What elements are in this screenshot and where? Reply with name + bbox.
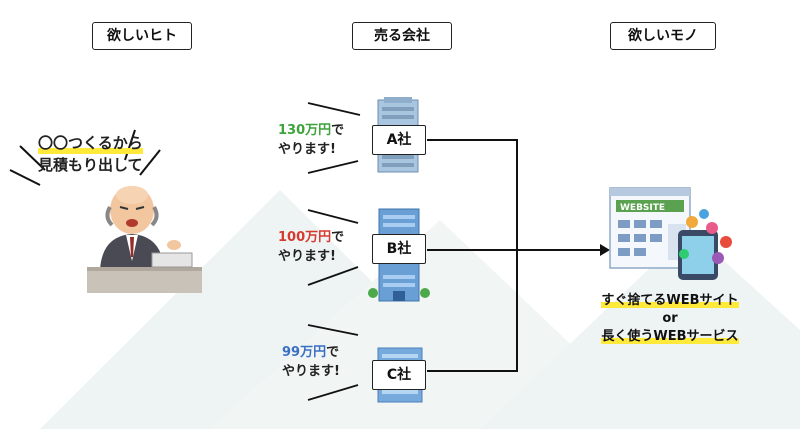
price-c-suffix: で [326,345,340,360]
company-tag-a: A社 [372,125,426,155]
price-a-suffix: で [331,123,345,138]
price-b-amount: 100万円 [278,230,332,245]
price-a-line2: やります! [278,142,336,157]
header-vendors: 売る会社 [352,22,452,50]
arrow-head-icon [600,244,610,256]
price-b-line2: やります! [278,249,336,264]
result-line-1: すぐ捨てるWEBサイト [570,292,770,310]
price-b: 100万円で やります! [278,228,344,266]
result-line-3: 長く使うWEBサービス [570,328,770,346]
price-a-amount: 130万円 [278,123,332,138]
result-line-2: or [662,311,678,326]
result-line-3-text: 長く使うWEBサービス [601,329,739,344]
speech-lines [9,129,161,186]
price-b-suffix: で [331,230,345,245]
speech-line-1: 〇〇つくるから [38,134,143,152]
vendor-speech-lines [307,102,361,401]
customer-illustration [87,186,202,293]
header-product: 欲しいモノ [610,22,716,50]
customer-speech: 〇〇つくるから 見積もり出して [38,132,143,176]
website-illustration: WEBSITE [609,187,732,280]
price-c-amount: 99万円 [282,345,327,360]
header-customer: 欲しいヒト [92,22,192,50]
company-tag-c: C社 [372,360,426,390]
price-a: 130万円で やります! [278,121,344,159]
company-tag-b: B社 [372,234,426,264]
price-c: 99万円で やります! [282,343,340,381]
speech-line-2: 見積もり出して [38,156,143,174]
result-line-1-text: すぐ捨てるWEBサイト [601,293,739,308]
price-c-line2: やります! [282,364,340,379]
website-logo-text: WEBSITE [620,203,665,213]
